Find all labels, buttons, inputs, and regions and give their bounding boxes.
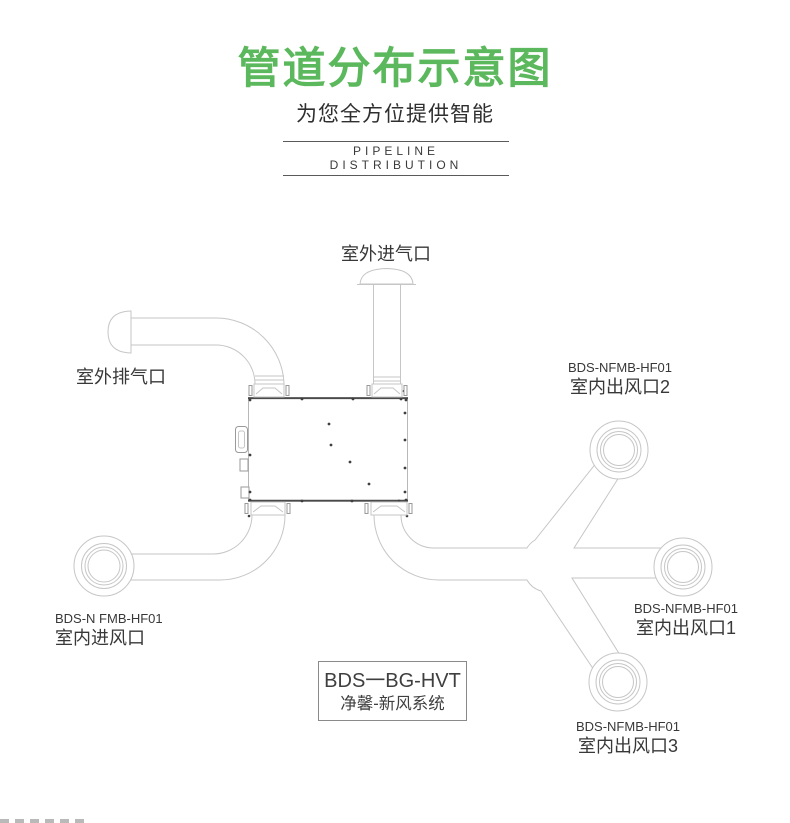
tagline-band: PIPELINE DISTRIBUTION	[283, 141, 509, 176]
unit-model-line: BDS一BG-HVT	[324, 669, 461, 692]
unit-clip	[240, 486, 250, 499]
inlet-vent	[73, 535, 135, 597]
bottom-edge-artifact	[0, 819, 90, 823]
outlet2-model: BDS-NFMB-HF01	[567, 360, 672, 375]
flange-top-left	[248, 383, 290, 398]
label-outdoor-intake: 室外进气口	[341, 244, 431, 264]
outlet1-name: 室内出风口1	[635, 618, 736, 638]
outlet3-name: 室内出风口3	[577, 736, 678, 756]
label-outdoor-exhaust: 室外排气口	[76, 367, 166, 387]
outlet-vent-3	[588, 652, 648, 712]
label-indoor-inlet: BDS-N FMB-HF01 室内进风口	[55, 611, 215, 649]
unit-series-line: 净馨-新风系统	[340, 694, 445, 713]
inlet-duct	[115, 514, 286, 581]
unit-box	[235, 388, 409, 518]
inlet-name: 室内进风口	[55, 628, 145, 648]
outlet-vent-1	[653, 537, 713, 597]
inlet-model: BDS-N FMB-HF01	[55, 611, 163, 626]
outlet1-model: BDS-NFMB-HF01	[633, 601, 738, 616]
outlet2-name: 室内出风口2	[569, 377, 670, 397]
page-title: 管道分布示意图	[237, 45, 553, 93]
exhaust-cap	[107, 310, 132, 354]
flange-connectors	[244, 383, 413, 516]
unit-clip	[239, 458, 249, 472]
tagline-text: PIPELINE DISTRIBUTION	[329, 144, 463, 172]
intake-cap	[359, 267, 414, 285]
outlet3-model: BDS-NFMB-HF01	[575, 719, 680, 734]
label-indoor-outlet-3: BDS-NFMB-HF01 室内出风口3	[553, 719, 703, 757]
flange-bottom-left	[244, 501, 291, 516]
unit-model-box: BDS一BG-HVT 净馨-新风系统	[318, 661, 467, 721]
outlet-vent-2	[589, 420, 649, 480]
page-subtitle: 为您全方位提供智能	[296, 103, 494, 126]
flange-top-right	[366, 383, 408, 398]
exhaust-pipe	[107, 310, 285, 385]
intake-pipe	[357, 267, 416, 385]
unit-handle	[235, 426, 248, 453]
label-indoor-outlet-1: BDS-NFMB-HF01 室内出风口1	[611, 601, 761, 639]
label-indoor-outlet-2: BDS-NFMB-HF01 室内出风口2	[545, 360, 695, 398]
flange-bottom-right	[364, 501, 413, 516]
